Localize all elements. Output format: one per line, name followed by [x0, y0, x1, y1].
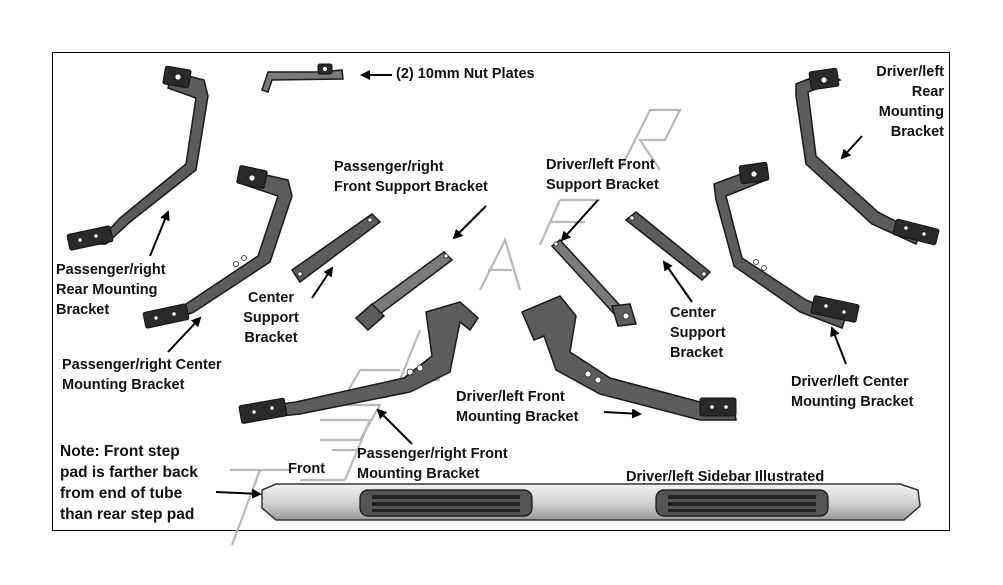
- center-support-left: [290, 213, 382, 284]
- label-sidebar: Driver/left Sidebar Illustrated: [626, 469, 825, 485]
- label-driver-front-support: Driver/left Front Support Bracket: [546, 157, 659, 193]
- label-passenger-rear-bracket: Passenger/right Rear Mounting Bracket: [56, 262, 166, 318]
- label-center-support-left: Center Support Bracket: [243, 290, 299, 346]
- callout-arrows: [149, 70, 863, 499]
- center-support-right: [624, 211, 712, 282]
- passenger-center-bracket: [142, 165, 293, 329]
- step-pad-front: [359, 489, 533, 517]
- note-text: Note: Front step pad is farther back fro…: [60, 443, 198, 523]
- label-passenger-front-support: Passenger/right Front Support Bracket: [334, 159, 488, 195]
- passenger-rear-bracket: [66, 65, 209, 251]
- driver-front-support: [550, 238, 637, 327]
- label-center-support-right: Center Support Bracket: [670, 305, 726, 361]
- step-pad-rear: [655, 489, 829, 517]
- passenger-front-support: [354, 251, 454, 332]
- label-driver-front-bracket: Driver/left Front Mounting Bracket: [456, 389, 579, 425]
- passenger-front-bracket: [238, 301, 479, 424]
- label-front: Front: [288, 461, 326, 477]
- label-driver-center-bracket: Driver/left Center Mounting Bracket: [791, 374, 914, 410]
- label-passenger-center-bracket: Passenger/right Center Mounting Bracket: [62, 357, 222, 393]
- label-nut-plates: (2) 10mm Nut Plates: [396, 66, 535, 82]
- driver-rear-bracket: [795, 67, 940, 246]
- nut-plate: [261, 63, 344, 93]
- label-passenger-front-bracket: Passenger/right Front Mounting Bracket: [357, 446, 508, 482]
- driver-front-bracket: [521, 295, 737, 421]
- label-driver-rear-bracket: Driver/left Rear Mounting Bracket: [876, 64, 944, 140]
- sidebar-tube: [261, 483, 921, 521]
- driver-center-bracket: [713, 161, 860, 329]
